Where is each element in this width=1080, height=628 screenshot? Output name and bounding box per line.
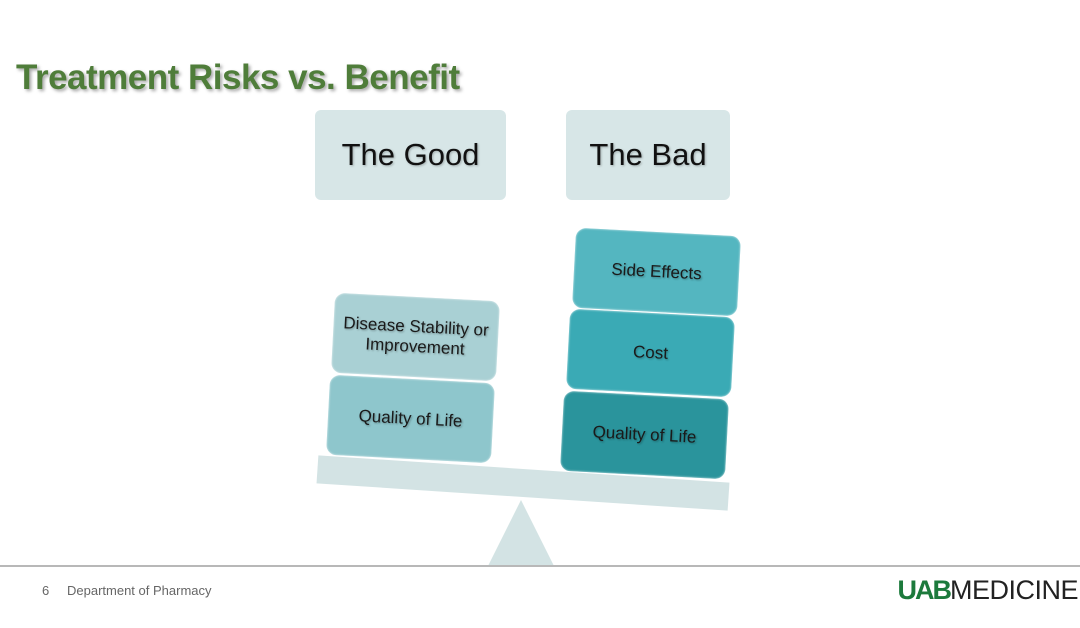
- bad-item-side-effects: Side Effects: [572, 227, 741, 317]
- good-header: The Good: [315, 110, 506, 200]
- scale-fulcrum: [488, 500, 554, 566]
- bad-item-quality-of-life: Quality of Life: [560, 390, 729, 480]
- page-number: 6: [42, 583, 50, 598]
- footer-department: Department of Pharmacy: [67, 583, 212, 598]
- bad-header: The Bad: [566, 110, 730, 200]
- footer-divider: [0, 565, 1080, 567]
- logo-text: MEDICINE: [949, 575, 1079, 605]
- good-item-disease-stability: Disease Stability or Improvement: [331, 292, 500, 382]
- logo-brand: UAB: [897, 575, 951, 605]
- bad-item-cost: Cost: [566, 308, 735, 398]
- slide-title: Treatment Risks vs. Benefit: [16, 58, 460, 97]
- uab-medicine-logo: UABMEDICINE: [897, 575, 1078, 606]
- good-item-quality-of-life: Quality of Life: [326, 374, 495, 464]
